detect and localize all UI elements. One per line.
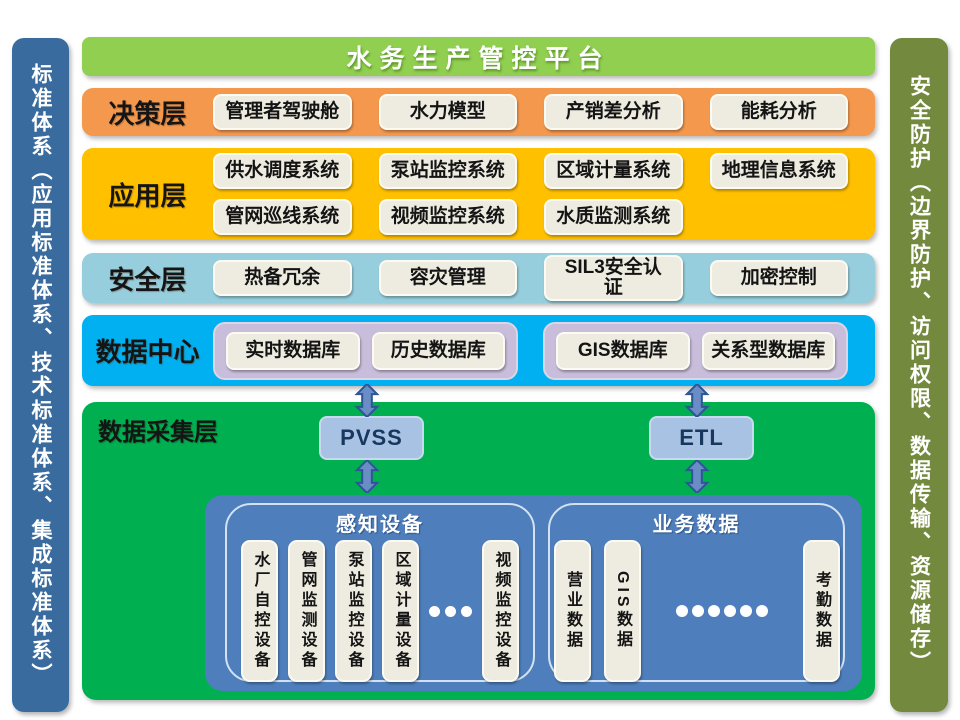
decision-pill: 水力模型: [378, 94, 517, 130]
application-pill: 管网巡线系统: [213, 199, 352, 235]
device-pill: 视频监控设备: [482, 540, 519, 682]
security-protection-sidebar-text: 安全防护（边界防护、访问权限、数据传输、资源储存）: [907, 75, 931, 675]
application-pill: 区域计量系统: [544, 153, 683, 189]
perception-devices-title: 感知设备: [336, 514, 424, 536]
platform-title: 水务生产管控平台: [346, 44, 611, 73]
data-pill: GIS数据: [603, 540, 641, 682]
business-pill-row: 营业数据 GIS数据 考勤数据: [553, 540, 840, 682]
application-pill: 供水调度系统: [213, 153, 352, 189]
device-pill: 管网监测设备: [288, 540, 325, 682]
platform-title-banner: 水务生产管控平台: [82, 37, 875, 76]
security-layer-items: 热备冗余 容灾管理 SIL3安全认证 加密控制: [213, 255, 848, 301]
database-group: 实时数据库 历史数据库: [213, 321, 518, 380]
application-pill: 泵站监控系统: [378, 153, 517, 189]
application-layer-label: 应用层: [108, 180, 187, 211]
device-data-container: 感知设备 水厂自控设备 管网监测设备 泵站监控设备 区域计量设备 视频监控设备 …: [205, 495, 862, 691]
decision-layer-label: 决策层: [108, 98, 187, 129]
bidirectional-arrow-icon: [684, 384, 710, 417]
data-collection-layer: 数据采集层 PVSS ETL 感知设备 水厂自控设备 管网监测设备 泵站监控设备…: [82, 402, 875, 700]
ellipsis-dots-icon: [429, 605, 472, 617]
perception-devices-box: 感知设备 水厂自控设备 管网监测设备 泵站监控设备 区域计量设备 视频监控设备: [225, 503, 535, 682]
device-pill: 水厂自控设备: [241, 540, 278, 682]
decision-pill: 能耗分析: [709, 94, 848, 130]
pvss-box: PVSS: [319, 416, 424, 460]
decision-layer-items: 管理者驾驶舱 水力模型 产销差分析 能耗分析: [213, 94, 848, 130]
decision-layer-row: 决策层 管理者驾驶舱 水力模型 产销差分析 能耗分析: [82, 88, 875, 136]
business-data-title: 业务数据: [652, 514, 741, 536]
database-pill: GIS数据库: [556, 331, 690, 370]
ellipsis-dots-icon: [675, 605, 768, 617]
data-center-label: 数据中心: [95, 337, 200, 367]
database-pill: 实时数据库: [226, 331, 360, 370]
application-pill: 地理信息系统: [709, 153, 848, 189]
security-pill: 容灾管理: [378, 260, 517, 296]
bidirectional-arrow-icon: [354, 384, 380, 417]
device-pill: 区域计量设备: [382, 540, 419, 682]
data-center-items: 实时数据库 历史数据库 GIS数据库 关系型数据库: [213, 321, 848, 380]
database-group: GIS数据库 关系型数据库: [543, 321, 848, 380]
device-pill: 泵站监控设备: [335, 540, 372, 682]
security-pill: SIL3安全认证: [544, 255, 683, 301]
application-pill: 视频监控系统: [378, 199, 517, 235]
security-layer-row: 安全层 热备冗余 容灾管理 SIL3安全认证 加密控制: [82, 253, 875, 303]
etl-box: ETL: [649, 416, 754, 460]
data-center-row: 数据中心 实时数据库 历史数据库 GIS数据库 关系型数据库: [82, 315, 875, 386]
application-pill: 水质监测系统: [544, 199, 683, 235]
business-data-box: 业务数据 营业数据 GIS数据 考勤数据: [548, 503, 845, 682]
bidirectional-arrow-icon: [684, 460, 710, 493]
bidirectional-arrow-icon: [354, 460, 380, 493]
perception-pill-row: 水厂自控设备 管网监测设备 泵站监控设备 区域计量设备 视频监控设备: [241, 540, 519, 682]
standards-sidebar: 标准体系（应用标准体系、技术标准体系、集成标准体系）: [12, 38, 69, 712]
standards-sidebar-text: 标准体系（应用标准体系、技术标准体系、集成标准体系）: [29, 63, 52, 687]
application-layer-row: 应用层 供水调度系统 泵站监控系统 区域计量系统 地理信息系统 管网巡线系统 视…: [82, 148, 875, 240]
decision-pill: 产销差分析: [544, 94, 683, 130]
decision-pill: 管理者驾驶舱: [213, 94, 352, 130]
security-protection-sidebar: 安全防护（边界防护、访问权限、数据传输、资源储存）: [890, 38, 948, 712]
data-collection-label: 数据采集层: [98, 419, 218, 446]
security-pill: 加密控制: [709, 260, 848, 296]
database-pill: 历史数据库: [371, 331, 505, 370]
security-layer-label: 安全层: [108, 264, 187, 295]
application-layer-items: 供水调度系统 泵站监控系统 区域计量系统 地理信息系统 管网巡线系统 视频监控系…: [213, 153, 848, 235]
security-pill: 热备冗余: [213, 260, 352, 296]
data-pill: 营业数据: [553, 540, 591, 682]
database-pill: 关系型数据库: [701, 331, 835, 370]
data-pill: 考勤数据: [802, 540, 840, 682]
